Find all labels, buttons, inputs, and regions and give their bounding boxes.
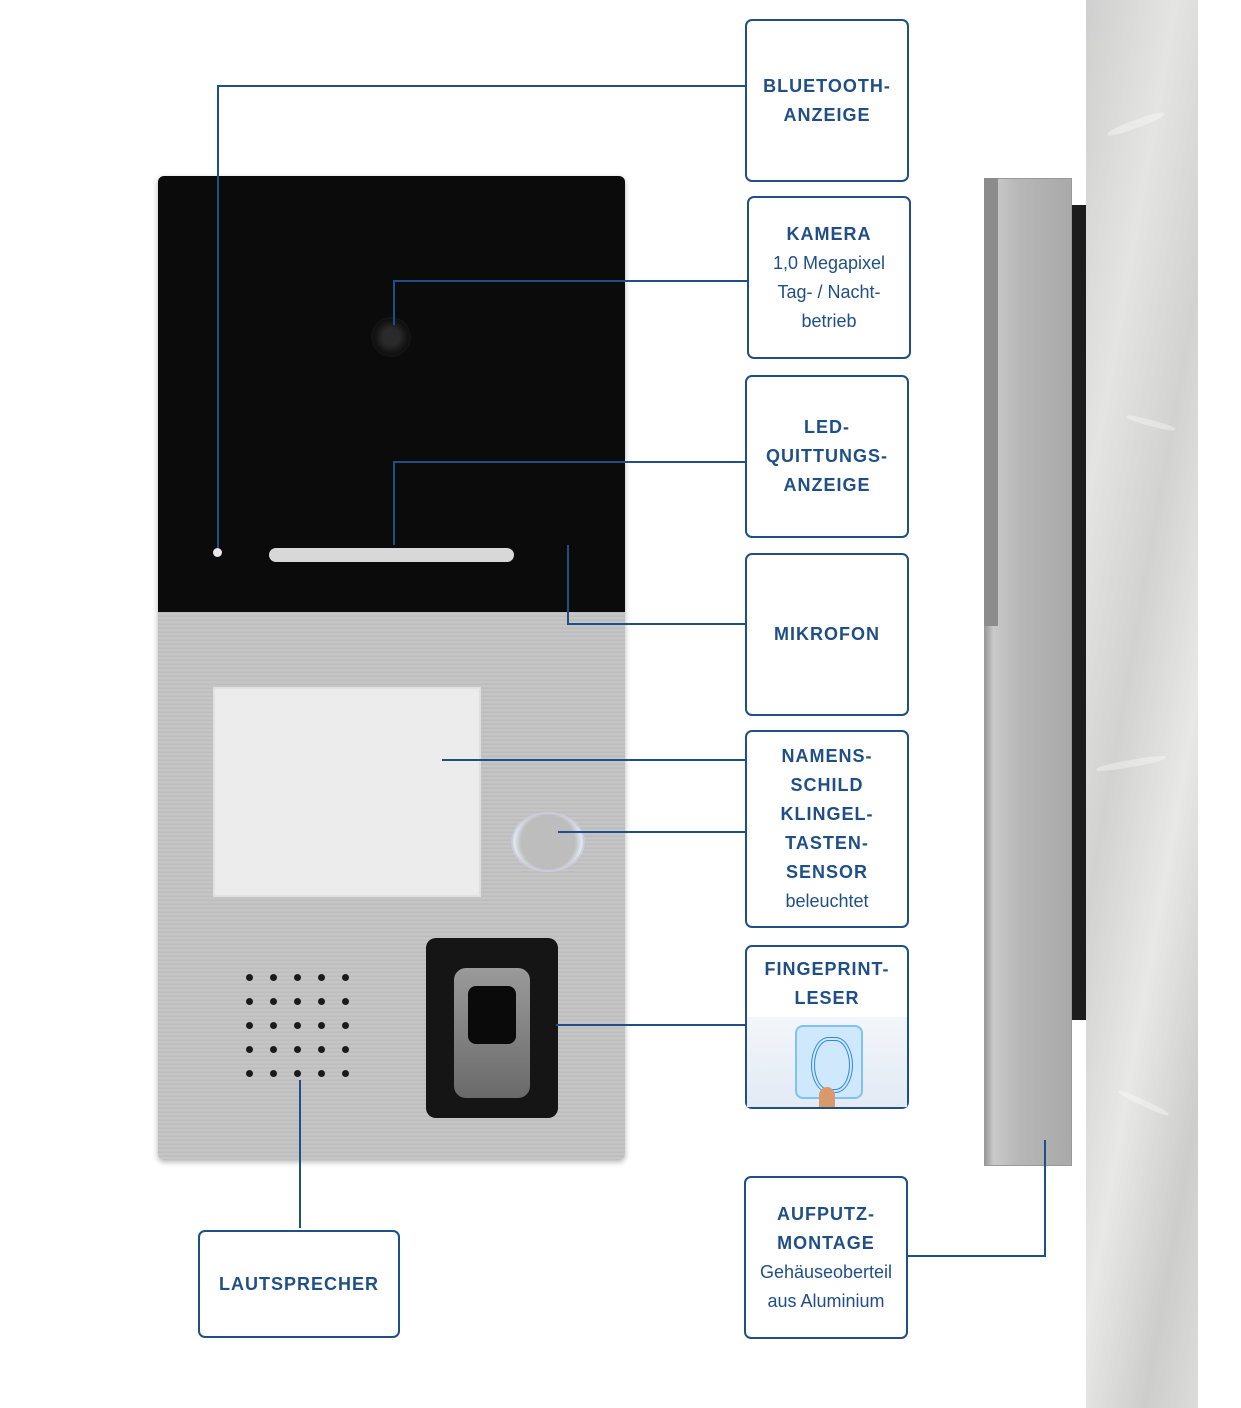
label-bluetooth-title-1: BLUETOOTH- [763, 75, 891, 96]
camera-lens-icon [371, 317, 411, 357]
label-bluetooth: BLUETOOTH- ANZEIGE [745, 19, 909, 182]
label-fingerprint: FINGEPRINT- LESER [745, 945, 909, 1109]
label-aufputz-sub1: Gehäuseoberteil [759, 1261, 893, 1282]
glass-panel [158, 176, 625, 612]
label-led-title1: LED- [804, 417, 850, 437]
side-view-housing [984, 178, 1072, 1166]
label-mikrofon-title: MIKROFON [774, 624, 880, 644]
finger-tip [819, 1087, 835, 1107]
label-lautsprecher-title: LAUTSPRECHER [218, 1273, 379, 1294]
label-led-title3: ANZEIGE [783, 475, 871, 495]
fingerprint-reader-housing [454, 968, 530, 1098]
label-finger-t2: LESER [794, 988, 860, 1008]
bluetooth-indicator [213, 548, 222, 557]
label-kamera: KAMERA 1,0 Megapixel Tag- / Nacht- betri… [747, 196, 911, 359]
label-kamera-title: KAMERA [786, 223, 872, 244]
label-aufputz: AUFPUTZ- MONTAGE Gehäuseoberteil aus Alu… [744, 1176, 908, 1339]
label-namens-t4: TASTEN- [785, 833, 869, 853]
bell-button-icon[interactable] [511, 812, 585, 872]
fingerprint-sensor [468, 986, 516, 1044]
fingerprint-icon [795, 1025, 863, 1099]
label-led-title2: QUITTUNGS- [766, 446, 888, 466]
led-confirmation-bar [269, 548, 514, 562]
label-namens-t2: SCHILD [790, 775, 864, 795]
label-namens-t3: KLINGEL- [780, 804, 874, 824]
wall-background [1086, 0, 1198, 1408]
speaker-grille-icon [246, 974, 366, 1094]
name-plate [213, 687, 481, 897]
label-led: LED- QUITTUNGS- ANZEIGE [745, 375, 909, 538]
label-mikrofon: MIKROFON [745, 553, 909, 716]
label-bluetooth-title-2: ANZEIGE [783, 104, 871, 125]
door-station-front [158, 176, 625, 1160]
label-aufputz-sub2: aus Aluminium [767, 1290, 885, 1311]
label-namens-t5: SENSOR [785, 862, 869, 882]
label-aufputz-t2: MONTAGE [777, 1232, 875, 1253]
label-aufputz-t1: AUFPUTZ- [777, 1203, 875, 1224]
label-lautsprecher: LAUTSPRECHER [198, 1230, 400, 1338]
fingerprint-illustration [747, 1017, 907, 1107]
label-finger-t1: FINGEPRINT- [764, 959, 890, 979]
label-kamera-line1: 1,0 Megapixel [772, 252, 886, 273]
fingerprint-reader[interactable] [426, 938, 558, 1118]
label-kamera-line2: Tag- / Nacht- [777, 281, 881, 302]
label-kamera-line3: betrieb [801, 310, 857, 331]
label-namens-sub: beleuchtet [785, 891, 869, 911]
label-namensschild: NAMENS- SCHILD KLINGEL- TASTEN- SENSOR b… [745, 730, 909, 928]
label-namens-t1: NAMENS- [781, 746, 873, 766]
side-view-glass-edge [984, 178, 998, 626]
